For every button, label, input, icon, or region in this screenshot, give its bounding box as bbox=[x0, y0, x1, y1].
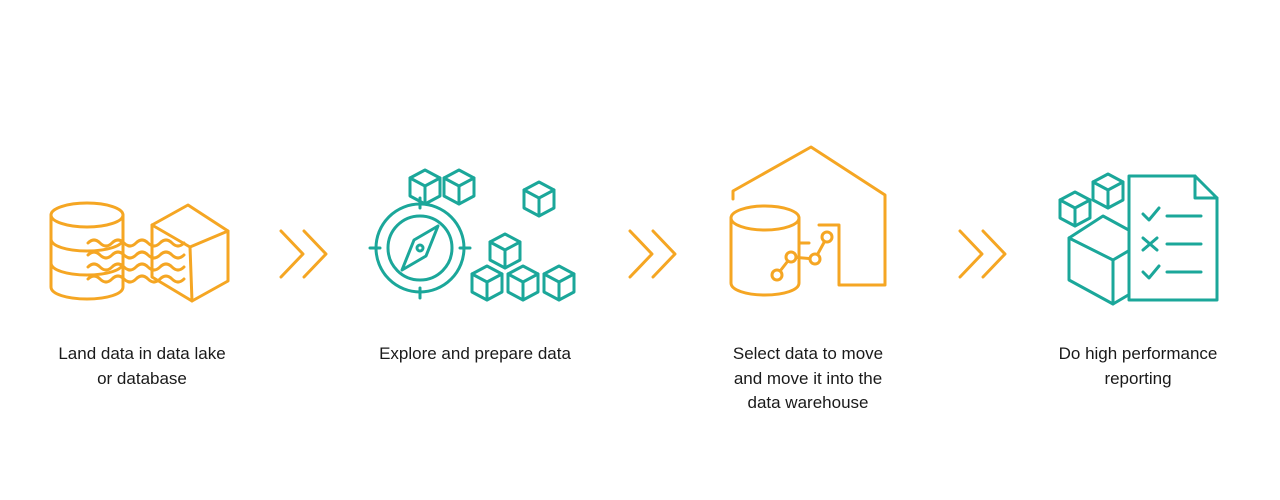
warehouse-icon bbox=[729, 145, 887, 297]
report-checklist-icon bbox=[1058, 172, 1219, 306]
step-label-explore: Explore and prepare data bbox=[379, 344, 571, 363]
double-chevron-icon bbox=[628, 229, 677, 279]
double-chevron-icon bbox=[279, 229, 328, 279]
step-label-reporting: Do high performance reporting bbox=[1058, 344, 1218, 388]
step-label-land-data: Land data in data lake or database bbox=[58, 344, 226, 388]
step-label-select-move: Select data to move and move it into the… bbox=[732, 344, 884, 412]
compass-cubes-icon bbox=[368, 168, 576, 302]
database-lake-icon bbox=[49, 201, 230, 303]
double-chevron-icon bbox=[958, 229, 1007, 279]
